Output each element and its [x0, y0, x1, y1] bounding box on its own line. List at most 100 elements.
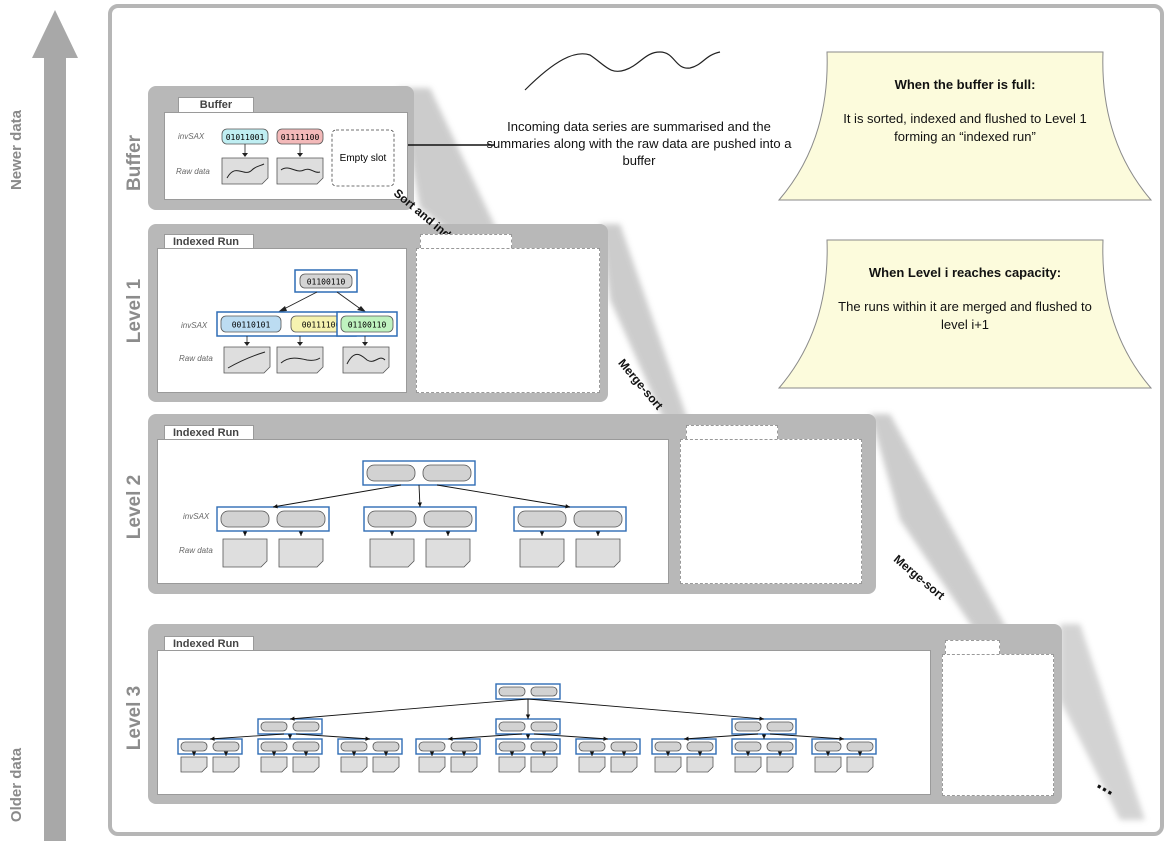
level2-node-2-key-2 [423, 510, 473, 528]
level3-edge-2-2-head [525, 734, 531, 739]
level3-leaf-edge-3-2-1-head [745, 751, 751, 756]
level2-edge-3-1-head [539, 531, 545, 536]
level3-leaf-edge-3-3-2-head [857, 751, 863, 756]
level3-raw-page-2-1-1 [418, 756, 446, 773]
level3-edge-2-1 [447, 733, 523, 740]
level3-mid-node-1-key-2 [292, 721, 320, 732]
svg-text:00111100: 00111100 [302, 321, 341, 330]
level3-edge-2-head [525, 714, 531, 719]
level3-raw-page-2-3-2 [610, 756, 638, 773]
svg-text:01011001: 01011001 [226, 133, 265, 142]
level2-edge-2-1-head [389, 531, 395, 536]
level3-leaf-edge-1-3-2-head [383, 751, 389, 756]
level3-leaf-node-2-3-key-1 [578, 741, 606, 752]
level3-edge-3-2-head [761, 734, 767, 739]
level3-edge-3-3-head [839, 736, 844, 741]
empty-slot [331, 129, 395, 187]
level3-leaf-node-2-1-key-1 [418, 741, 446, 752]
level2-root-node-key-1 [366, 464, 416, 482]
level1-raw-pages [223, 336, 390, 374]
level3-edge-1-1-head [210, 736, 215, 741]
level3-raw-page-2-1-2 [450, 756, 478, 773]
level3-edge-1-3 [295, 733, 371, 740]
level3-edge-3-1-head [684, 736, 689, 741]
buffer-level-label: Buffer [124, 135, 145, 191]
level3-leaf-edge-2-2-1-head [509, 751, 515, 756]
level2-label: Level 2 [124, 474, 145, 540]
level3-leaf-node-3-2-key-2 [766, 741, 794, 752]
sort-index-path [398, 88, 512, 262]
level3-leaf-node-1-1-key-2 [212, 741, 240, 752]
buffer-tab: Buffer [178, 97, 254, 112]
level3-leaf-edge-3-3-1-head [825, 751, 831, 756]
level2-node-3-key-2 [573, 510, 623, 528]
level3-raw-page-3-3-2 [846, 756, 874, 773]
level3-edge-2-3-head [603, 736, 608, 741]
level3-leaf-edge-1-2-2-head [303, 751, 309, 756]
level2-raw-page-1-1 [222, 538, 268, 568]
level1-leaf-key-3 [340, 315, 394, 333]
level1-tab: Indexed Run [164, 234, 254, 249]
raw-data-label: Raw data [176, 167, 210, 176]
level3-edge-1-head [290, 716, 295, 721]
level3-leaf-node-1-2-key-1 [260, 741, 288, 752]
level3-leaf-node-3-2-key-1 [734, 741, 762, 752]
level3-leaf-node-1-3-key-1 [340, 741, 368, 752]
level3-mid-node-3-key-1 [734, 721, 762, 732]
buffer-contents: invSAX Raw data 01011001 01111100 Empty … [176, 128, 395, 187]
level3-tree [177, 683, 877, 773]
level3-leaf-node-1-3-key-2 [372, 741, 400, 752]
level3-edge-3-head [759, 716, 764, 721]
level3-leaf-edge-1-2-1-head [271, 751, 277, 756]
svg-text:01100110: 01100110 [307, 278, 346, 287]
empty-slot-label: Empty slot [340, 153, 387, 164]
level1-tree: 01100110 00110101 00111100 01100110 invS… [179, 269, 398, 374]
level2-edge-3 [436, 484, 571, 508]
level1-empty-slot [416, 248, 600, 393]
level3-mid-node-1-key-1 [260, 721, 288, 732]
incoming-series-squiggle [524, 51, 721, 91]
level3-leaf-edge-1-1-1-head [191, 751, 197, 756]
level3-edge-3 [527, 698, 765, 720]
level3-mid-node-2-key-2 [530, 721, 558, 732]
note-buffer-title: When the buffer is full: [894, 77, 1036, 92]
level2-node-1-key-2 [276, 510, 326, 528]
level3-leaf-node-3-1-key-2 [686, 741, 714, 752]
level2-tree: invSAX Raw data [179, 460, 627, 568]
merge-path-2 [870, 414, 1040, 690]
level3-leaf-node-2-3-key-2 [610, 741, 638, 752]
note-buffer: When the buffer is full: It is sorted, i… [830, 76, 1100, 146]
level2-node-3-key-1 [517, 510, 567, 528]
level2-edge-1-head [273, 504, 278, 509]
level2-edge-2-2-head [445, 531, 451, 536]
level2-raw-page-3-2 [575, 538, 621, 568]
level3-raw-page-1-1-2 [212, 756, 240, 773]
level2-node-2-key-1 [367, 510, 417, 528]
level3-edge-2-3 [533, 733, 609, 740]
level2-tab: Indexed Run [164, 425, 254, 440]
level2-edge-2-head [417, 502, 422, 507]
level3-raw-page-1-2-1 [260, 756, 288, 773]
level2-raw-page-3-1 [519, 538, 565, 568]
level3-leaf-edge-2-3-2-head [621, 751, 627, 756]
level2-empty-slot [680, 439, 862, 584]
level3-edge-3-1 [683, 733, 759, 740]
level2-raw-label: Raw data [179, 546, 213, 555]
level3-leaf-node-1-2-key-2 [292, 741, 320, 752]
level3-root-node-key-1 [498, 686, 526, 697]
level3-raw-page-2-2-1 [498, 756, 526, 773]
note-level-body: The runs within it are merged and flushe… [838, 299, 1092, 332]
level3-raw-page-1-1-1 [180, 756, 208, 773]
level3-mid-node-2-key-1 [498, 721, 526, 732]
note-level: When Level i reaches capacity: The runs … [830, 264, 1100, 334]
svg-text:01100110: 01100110 [348, 321, 387, 330]
level2-invsax-label: invSAX [183, 512, 210, 521]
level2-edge-3-2-head [595, 531, 601, 536]
level3-leaf-node-2-2-key-1 [498, 741, 526, 752]
level1-label: Level 1 [124, 278, 145, 344]
level2-empty-tab [686, 425, 778, 439]
level3-leaf-edge-3-1-1-head [665, 751, 671, 756]
level2-raw-page-1-2 [278, 538, 324, 568]
level3-raw-page-1-3-2 [372, 756, 400, 773]
level3-root-node-key-2 [530, 686, 558, 697]
